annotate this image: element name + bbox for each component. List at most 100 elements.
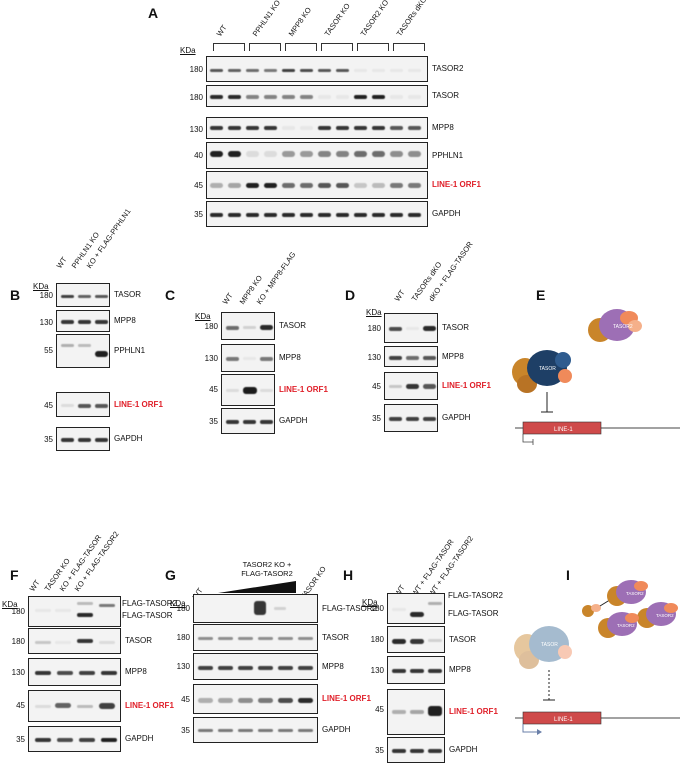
blot-label-b-2: PPHLN1 — [114, 346, 146, 355]
mw-marker-d-0: 180 — [367, 323, 381, 333]
band-a-4-3 — [264, 183, 277, 188]
band-a-1-4 — [282, 95, 295, 99]
band-b-3-0 — [61, 404, 74, 407]
mw-marker-c-0: 180 — [204, 321, 218, 331]
band-f-0-1 — [55, 609, 71, 612]
band-f-4-1 — [57, 738, 73, 742]
tasor2-complex-i-3: TASOR2 — [598, 612, 639, 638]
band-d-0-2 — [423, 326, 436, 331]
lane-bracket-a-0 — [213, 43, 245, 51]
band-a-3-5 — [300, 151, 313, 157]
band-a-1-1 — [228, 95, 241, 99]
band-a-0-6 — [318, 69, 331, 72]
mw-marker-d-3: 35 — [372, 413, 381, 423]
band-a-3-10 — [390, 151, 403, 157]
blot-label-f-2: MPP8 — [125, 667, 147, 676]
band-a-5-8 — [354, 213, 367, 217]
lane-label-d-0: WT — [392, 288, 407, 303]
panel-a-letter: A — [148, 5, 159, 21]
blot-b-2 — [56, 334, 110, 368]
panel-e-diagram: TASOR2 TASOR LINE-1 — [512, 309, 680, 445]
panel-h-kda: KDa — [362, 598, 378, 607]
tasor-text-e: TASOR — [539, 366, 556, 372]
band-a-0-11 — [408, 69, 421, 72]
band-g-1-5 — [298, 637, 313, 640]
blot-label-c-2: LINE-1 ORF1 — [279, 385, 328, 394]
band-g-2-5 — [298, 666, 313, 670]
blot-label-b-3: LINE-1 ORF1 — [114, 399, 163, 409]
panel-c-kda: KDa — [195, 312, 211, 321]
band-b-1-1 — [78, 320, 91, 324]
blot-b-1 — [56, 310, 110, 332]
mw-marker-f-0: 180 — [11, 606, 25, 616]
panel-i-letter: I — [566, 567, 570, 583]
band-a-5-2 — [246, 213, 259, 217]
lane-label-a-0: WT — [214, 23, 229, 38]
band-g-4-5 — [298, 729, 313, 732]
band-a-2-1 — [228, 126, 241, 130]
blot-d-1 — [384, 346, 438, 367]
band-a-1-6 — [318, 95, 331, 99]
mw-marker-d-1: 130 — [367, 353, 381, 363]
mw-marker-b-1: 130 — [39, 317, 53, 327]
blot-label-a-1: TASOR — [432, 91, 459, 100]
panel-g-letter: G — [165, 567, 176, 583]
band-g-0-0 — [254, 601, 266, 615]
lane-label-c-0: WT — [220, 291, 235, 306]
band-c-2-0 — [226, 389, 239, 392]
lane-label-b-0: WT — [54, 255, 69, 270]
band-a-3-6 — [318, 151, 331, 157]
band-c-2-1 — [243, 387, 257, 394]
blot-h-3 — [387, 689, 445, 735]
band-a-1-2 — [246, 95, 259, 99]
blot-g-4 — [193, 717, 318, 743]
tasor2-complex-e: TASOR2 — [588, 309, 642, 342]
blot-c-0 — [221, 312, 275, 340]
blot-f-3 — [28, 690, 121, 722]
band-a-1-10 — [390, 95, 403, 99]
band-c-3-2 — [260, 420, 273, 424]
mw-marker-b-0: 180 — [39, 291, 53, 301]
panel-e-letter: E — [536, 287, 546, 303]
band-f-3-3 — [99, 703, 115, 709]
mw-marker-c-1: 130 — [204, 353, 218, 363]
band-a-3-7 — [336, 151, 349, 157]
blot-d-2 — [384, 372, 438, 400]
band-f-4-2 — [79, 738, 95, 742]
band-g-2-2 — [238, 666, 253, 670]
lane-bracket-a-2 — [285, 43, 317, 51]
band-a-2-11 — [408, 126, 421, 130]
band-d-0-1 — [406, 327, 419, 330]
mw-marker-h-4: 35 — [375, 746, 384, 756]
band-a-5-0 — [210, 213, 223, 217]
band-f-0-4 — [77, 602, 93, 605]
panel-d-letter: D — [345, 287, 356, 303]
band-c-2-2 — [260, 389, 273, 392]
blot-label-d-1: MPP8 — [442, 351, 464, 361]
blot-g-1 — [193, 624, 318, 651]
band-h-2-0 — [392, 669, 406, 673]
band-a-2-3 — [264, 126, 277, 130]
band-d-0-0 — [389, 327, 402, 331]
band-a-5-9 — [372, 213, 385, 217]
band-a-5-4 — [282, 213, 295, 217]
band-f-3-0 — [35, 705, 51, 708]
band-a-3-3 — [264, 151, 277, 157]
blot-d-3 — [384, 404, 438, 432]
blot-g-3 — [193, 684, 318, 714]
blot-h-0 — [387, 593, 445, 624]
mw-marker-h-1: 180 — [370, 635, 384, 645]
lane-label-a-4: TASOR2 KO — [358, 0, 391, 39]
band-a-1-11 — [408, 95, 421, 99]
band-a-1-7 — [336, 95, 349, 99]
band-a-1-3 — [264, 95, 277, 99]
panel-a-kda: KDa — [180, 46, 196, 55]
svg-text:TASOR2: TASOR2 — [626, 591, 644, 596]
blot-label-b-1: MPP8 — [114, 316, 136, 325]
blot-g-0 — [193, 594, 318, 623]
band-b-0-2 — [95, 295, 108, 298]
band-g-3-0 — [198, 698, 213, 703]
band-a-2-0 — [210, 126, 223, 130]
blot-d-0 — [384, 313, 438, 343]
panel-h-letter: H — [343, 567, 354, 583]
